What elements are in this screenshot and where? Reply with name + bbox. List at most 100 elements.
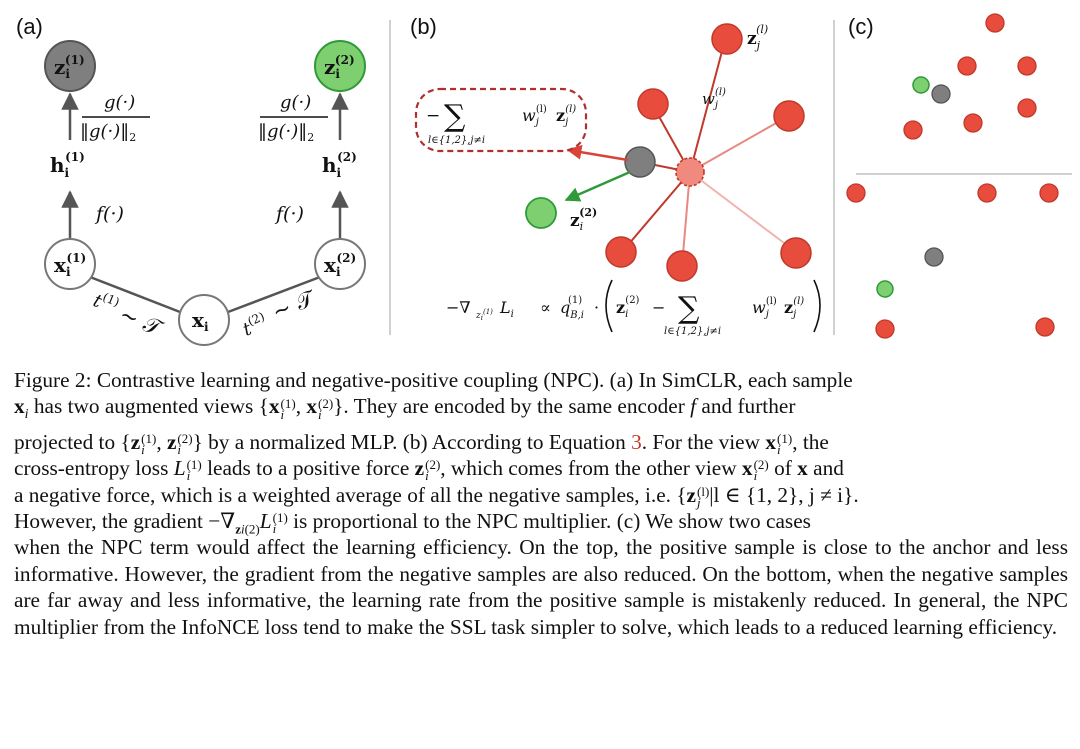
caption-supsub: (2)i [318,395,334,422]
c-bot-neg-2 [977,183,997,203]
caption-s2a: has two augmented views [33,394,254,419]
svg-text:wj(l): wj(l) [522,104,547,128]
c-top-neg-4 [1017,98,1037,118]
caption-supsub: (1)i [272,510,288,537]
t2-label: t(2) [239,309,270,340]
spoke-lower-left [621,171,691,253]
panel-c: (c) [846,13,1059,339]
c-top-neg-5 [963,113,983,133]
c-top-anchor [931,84,951,104]
caption-sym: z [414,456,425,481]
h2-label: hi(2) [322,150,357,180]
zj-label: zj(l) [747,23,768,52]
caption-sym: { [258,394,269,419]
c-top-neg-3 [1017,56,1037,76]
panel-b-label: (b) [410,14,437,39]
caption-sym: z [130,429,141,454]
node-x2 [314,238,366,290]
gradient-equation: −∇ zi(1) Li ∝ qB,i(1) · zi(2) − ∑ l∈{1,2… [446,279,821,337]
weighted-average-hub [675,157,705,187]
caption-sym: f [690,394,697,419]
caption-sym: |l ∈ {1, 2}, j ≠ i} [709,482,854,507]
svg-text:zj(l): zj(l) [784,296,804,320]
caption-line-5: a negative force, which is a weighted av… [14,482,1068,510]
svg-text:qB,i(1): qB,i(1) [560,295,584,321]
node-z2 [314,40,366,92]
neg-sample-top [711,23,743,55]
caption-sym: z [166,429,177,454]
caption-sym: . [853,482,859,507]
anchor-sample [624,146,656,178]
caption-s3d: , the [792,429,829,454]
c-top-neg-1 [985,13,1005,33]
edge-x-x1 [89,275,181,314]
caption-supsub: (1)i [186,457,202,484]
positive-sample [525,197,557,229]
caption-s2c: and further [701,394,796,419]
caption-sym: , [156,429,162,454]
g-frac-left-num: g(·) [104,92,135,113]
spoke-top [689,39,726,173]
svg-text:∑: ∑ [444,99,466,134]
caption-s4b: leads to a positive force [207,456,410,481]
caption-sym: , [295,394,302,419]
c-top-positive [912,76,930,94]
node-z2-label: zi(2) [324,53,355,81]
big-left-paren [605,279,613,333]
caption-sym: i [24,407,29,423]
caption-sym: } [192,429,203,454]
caption-rest: when the NPC term would affect the learn… [14,535,1068,639]
caption-s3a: projected to [14,429,116,454]
caption-sym: x [741,456,753,481]
node-z1 [44,40,96,92]
node-x1-label: xi(1) [54,251,86,279]
neg-sample-bottom [666,250,698,282]
neg-sample-upper-left [637,88,669,120]
h1-label: hi(1) [50,150,85,180]
svg-text:l∈{1,2},j≠i: l∈{1,2},j≠i [428,135,485,146]
caption-sym: −∇ [208,509,236,534]
negative-term-box [414,87,588,153]
caption-supsub: (2)i [177,430,193,457]
svg-text:−: − [426,106,440,126]
c-bot-neg-5 [1035,317,1055,337]
svg-text:·: · [594,298,599,317]
panel-a-label: (a) [16,14,43,39]
node-x [178,294,230,346]
svg-text:wj(l): wj(l) [752,296,777,320]
caption-supsub: (l)j [697,483,710,510]
caption-s6b: is proportional to the NPC multiplier. (… [293,509,811,534]
g-frac-left-den: ‖g(·)‖2 [80,121,136,144]
caption-sym: L [259,509,272,534]
figure-caption: Figure 2: Contrastive learning and negat… [14,367,1068,640]
c-bot-neg-4 [875,319,895,339]
caption-supsub: (1)i [141,430,157,457]
t1-dist: ~ 𝒯 [116,302,167,342]
svg-text:zi(2): zi(2) [616,295,640,320]
caption-s4a: cross-entropy loss [14,456,169,481]
c-top-neg-6 [903,120,923,140]
t2-dist: ~ 𝒯 [269,285,320,325]
caption-s6a: However, the gradient [14,509,203,534]
caption-line-6: However, the gradient −∇zi(2)L(1)i is pr… [14,509,811,537]
caption-s4d: of [774,456,792,481]
edge-x-x2 [227,275,321,314]
caption-line-4: cross-entropy loss L(1)i leads to a posi… [14,455,1068,484]
svg-text:∝: ∝ [540,298,551,317]
negative-force-arrow [566,144,629,162]
svg-text:l∈{1,2},j≠i: l∈{1,2},j≠i [664,326,721,337]
caption-line-1: Figure 2: Contrastive learning and negat… [14,367,1068,393]
caption-sym: x [765,429,777,454]
node-x-label: xi [192,308,209,334]
positive-force-arrow [564,170,631,202]
caption-s1: Contrastive learning and negative-positi… [96,368,853,392]
negative-term-expression: − ∑ l∈{1,2},j≠i wj(l) zj(l) [426,99,576,146]
caption-supsub: (1)i [777,430,793,457]
node-x2-label: xi(2) [324,251,356,279]
equation-link[interactable]: 3 [631,429,642,454]
caption-figure-label: Figure 2: [14,368,92,392]
svg-text:−∇: −∇ [446,298,471,317]
caption-s2b: . They are encoded by the same encoder [343,394,685,419]
c-top-neg-2 [957,56,977,76]
g-frac-right-den: ‖g(·)‖2 [258,121,314,144]
